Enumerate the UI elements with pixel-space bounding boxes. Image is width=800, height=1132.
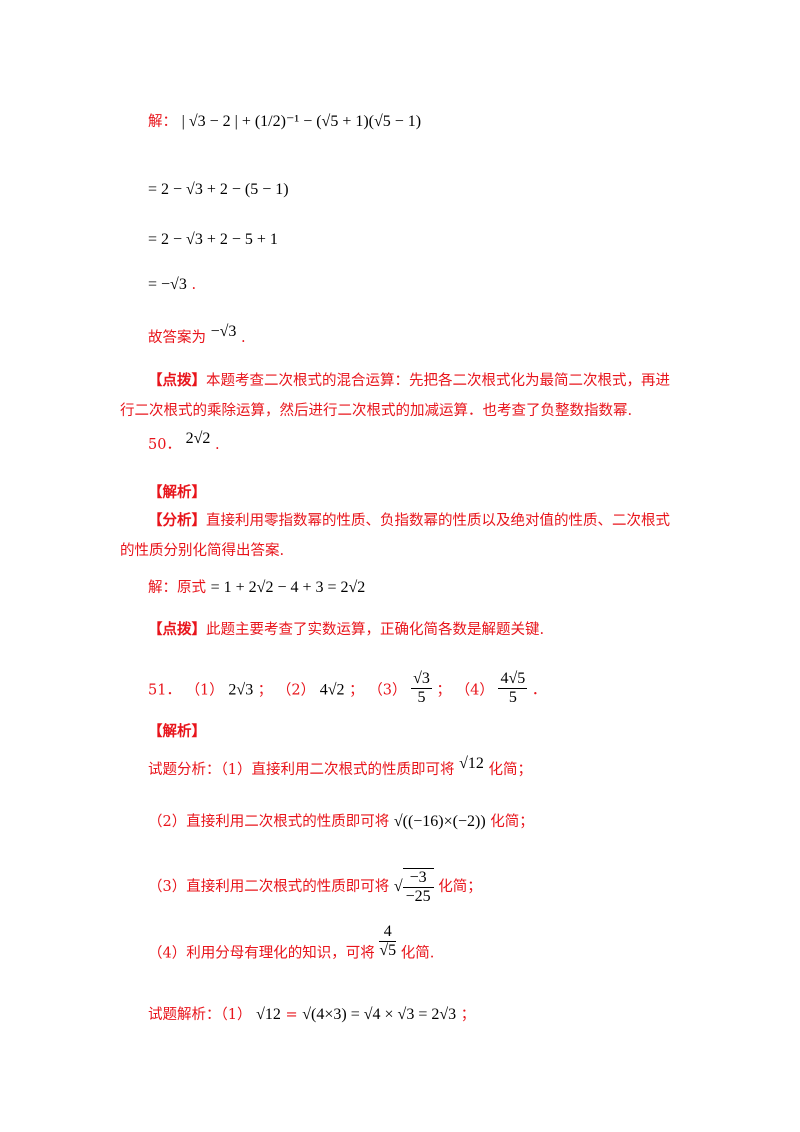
period: ． bbox=[531, 682, 547, 699]
part-label: （3） bbox=[368, 682, 407, 699]
jiexi-heading: 【解析】 bbox=[148, 484, 206, 501]
fraction: −3 −25 bbox=[402, 868, 434, 906]
dianbo-text: 此题主要考查了实数运算，正确化简各数是解题关键. bbox=[206, 622, 545, 638]
analysis-text: 化简； bbox=[490, 814, 534, 830]
answer-value: 2√3 bbox=[228, 681, 254, 699]
part-label: （4） bbox=[455, 682, 494, 699]
math-expression: = 1 + 2√2 − 4 + 3 = 2√2 bbox=[210, 579, 366, 596]
fraction: 4√5 5 bbox=[498, 670, 528, 707]
answer-value: 4√2 bbox=[319, 681, 345, 699]
dianbo-text: 本题考查二次根式的混合运算：先把各二次根式化为最简二次根式，再进行二次根式的乘除… bbox=[120, 373, 670, 419]
math-expression: | √3 − 2 | + (1/2)⁻¹ − (√5 + 1)(√5 − 1) bbox=[181, 113, 422, 130]
analysis-line-4: （4）利用分母有理化的知识，可将 4 √5 化简. bbox=[148, 923, 435, 972]
analysis-text: 试题分析：（1）直接利用二次根式的性质即可将 bbox=[148, 762, 455, 778]
fraction-denominator: 5 bbox=[508, 689, 517, 706]
analysis-text: （3）直接利用二次根式的性质即可将 bbox=[148, 879, 390, 895]
fraction-denominator: √5 bbox=[379, 942, 397, 959]
solution-step-2: = 2 − √3 + 2 − 5 + 1 bbox=[148, 230, 278, 250]
separator: ； bbox=[257, 682, 273, 699]
part-label: （1） bbox=[185, 682, 224, 699]
period: . bbox=[191, 277, 197, 293]
analysis-line-2: （2）直接利用二次根式的性质即可将 √((−16)×(−2)) 化简； bbox=[148, 812, 534, 832]
question-number: 50． bbox=[148, 437, 181, 453]
question-51-answer-line: 51． （1） 2√3 ； （2） 4√2 ； （3） √3 5 ； （4） 4… bbox=[148, 670, 547, 709]
math-expression: √((−16)×(−2)) bbox=[393, 813, 486, 830]
analysis-text: （2）直接利用二次根式的性质即可将 bbox=[148, 814, 390, 830]
dianbo-paragraph: 【点拨】此题主要考查了实数运算，正确化简各数是解题关键. bbox=[120, 615, 680, 645]
jie-label: 解： bbox=[148, 114, 177, 130]
solution-text: 试题解析：（1） bbox=[148, 1007, 252, 1023]
solution-expression-line: 解： | √3 − 2 | + (1/2)⁻¹ − (√5 + 1)(√5 − … bbox=[148, 112, 421, 132]
q50-solution-line: 解：原式 = 1 + 2√2 − 4 + 3 = 2√2 bbox=[148, 578, 365, 598]
solution-line-1: 试题解析：（1） √12 = √(4×3) = √4 × √3 = 2√3 ； bbox=[148, 1005, 475, 1025]
sqrt-sign: √ bbox=[393, 878, 403, 895]
analysis-text: 化简. bbox=[400, 945, 435, 962]
math-expression: √(4×3) = √4 × √3 = 2√3 bbox=[302, 1006, 457, 1023]
answer-line: 故答案为 −√3 . bbox=[148, 323, 246, 348]
math-expression: = 2 − √3 + 2 − (5 − 1) bbox=[148, 181, 289, 198]
dianbo-tag: 【点拨】 bbox=[148, 621, 206, 638]
answer-label: 故答案为 bbox=[148, 330, 206, 346]
fraction: 4 √5 bbox=[379, 923, 397, 960]
jie-label: 解：原式 bbox=[148, 580, 206, 596]
fenxi-text: 直接利用零指数幂的性质、负指数幂的性质以及绝对值的性质、二次根式的性质分别化简得… bbox=[120, 513, 670, 559]
analysis-text: 化简； bbox=[438, 879, 482, 895]
analysis-text: （4）利用分母有理化的知识，可将 bbox=[148, 945, 375, 962]
answer-value: −√3 bbox=[210, 323, 237, 340]
period: . bbox=[214, 437, 220, 453]
dianbo-paragraph: 【点拨】本题考查二次根式的混合运算：先把各二次根式化为最简二次根式，再进行二次根… bbox=[120, 366, 680, 426]
fenxi-paragraph: 【分析】直接利用零指数幂的性质、负指数幂的性质以及绝对值的性质、二次根式的性质分… bbox=[120, 506, 680, 566]
solution-step-1: = 2 − √3 + 2 − (5 − 1) bbox=[148, 180, 289, 200]
fraction-denominator: 5 bbox=[417, 689, 426, 706]
period: . bbox=[241, 330, 246, 346]
equals-sign: = bbox=[285, 1007, 298, 1023]
fraction: √3 5 bbox=[411, 670, 432, 707]
answer-value: 2√2 bbox=[185, 430, 211, 447]
math-expression: = 2 − √3 + 2 − 5 + 1 bbox=[148, 231, 278, 248]
part-label: （2） bbox=[276, 682, 316, 699]
analysis-text: 化简； bbox=[488, 762, 532, 778]
separator: ； bbox=[436, 682, 451, 699]
math-expression: = −√3 bbox=[148, 276, 187, 293]
fraction-numerator: √3 bbox=[411, 670, 432, 689]
question-50-answer-line: 50． 2√2 . bbox=[148, 430, 220, 455]
question-number: 51． bbox=[148, 682, 181, 699]
fraction-denominator: −25 bbox=[405, 888, 431, 905]
fraction-numerator: −3 bbox=[402, 869, 434, 888]
fenxi-tag: 【分析】 bbox=[148, 512, 206, 529]
separator: ； bbox=[460, 1007, 476, 1023]
solution-step-3: = −√3 . bbox=[148, 275, 196, 295]
fraction-numerator: 4√5 bbox=[498, 670, 528, 689]
math-expression: √12 bbox=[459, 755, 484, 772]
analysis-line-1: 试题分析：（1）直接利用二次根式的性质即可将 √12 化简； bbox=[148, 755, 532, 780]
jiexi-heading: 【解析】 bbox=[148, 723, 206, 740]
analysis-line-3: （3）直接利用二次根式的性质即可将 √ −3 −25 化简； bbox=[148, 868, 482, 906]
math-expression: √12 bbox=[256, 1006, 281, 1023]
fraction-numerator: 4 bbox=[379, 923, 397, 942]
dianbo-tag: 【点拨】 bbox=[148, 372, 206, 389]
separator: ； bbox=[349, 682, 364, 699]
